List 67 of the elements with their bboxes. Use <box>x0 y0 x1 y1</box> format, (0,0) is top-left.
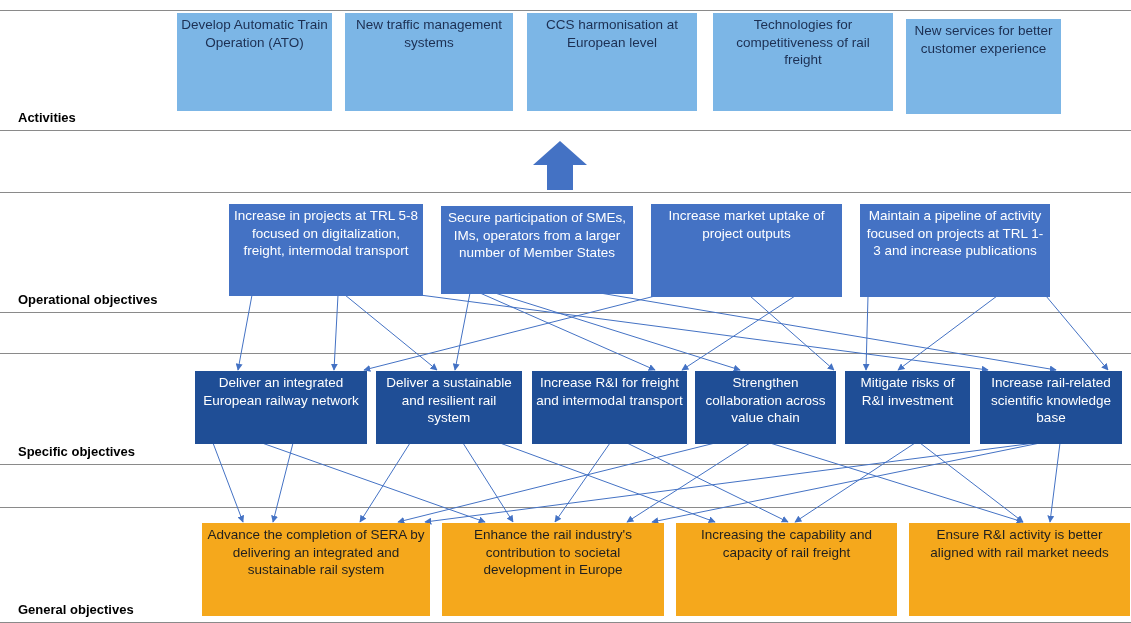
arrow <box>681 295 796 371</box>
objective-box <box>202 523 430 616</box>
arrow <box>271 442 294 523</box>
arrow <box>794 442 916 523</box>
objective-box <box>845 371 970 444</box>
arrow <box>626 442 789 523</box>
objective-text: Develop Automatic Train Operation (ATO) <box>181 16 328 52</box>
arrow <box>330 294 339 371</box>
objective-text: New services for better customer experience <box>913 22 1054 58</box>
objective-text: Technologies for competitiveness of rail freight <box>735 16 871 69</box>
objective-box <box>442 523 664 616</box>
objective-text: Strengthen collaboration across value chain <box>704 374 827 427</box>
arrow <box>462 442 514 523</box>
band <box>0 353 1131 465</box>
objective-box <box>345 13 513 111</box>
objective-text: Increase R&I for freight and intermodal transport <box>536 374 683 410</box>
band <box>0 507 1131 623</box>
arrow <box>452 292 471 371</box>
objective-box <box>532 371 687 444</box>
band-label: Specific objectives <box>18 442 136 461</box>
arrow <box>862 295 870 371</box>
objective-text: Advance the completion of SERA by delivering an integrated and sustainable rail system <box>206 526 426 579</box>
objective-box <box>651 204 842 297</box>
arrow <box>897 295 998 371</box>
arrow <box>749 295 835 371</box>
objective-box <box>860 204 1050 297</box>
objective-box <box>906 19 1061 114</box>
band-label: Activities <box>18 108 76 127</box>
arrow <box>626 442 751 523</box>
objective-box <box>441 206 633 294</box>
band <box>0 10 1131 131</box>
arrow <box>554 442 611 523</box>
objective-text: Increasing the capability and capacity of rail freight <box>699 526 874 562</box>
objective-text: Secure participation of SMEs, IMs, operators from a larger number of Member States <box>447 209 627 262</box>
arrow <box>1047 442 1061 523</box>
objective-box <box>527 13 697 111</box>
objective-box <box>195 371 367 444</box>
objective-text: Mitigate risks of R&I investment <box>859 374 956 410</box>
band <box>0 192 1131 313</box>
objective-box <box>229 204 423 296</box>
objective-box <box>980 371 1122 444</box>
arrow <box>212 442 245 523</box>
objective-text: Increase rail-related scientific knowledge base <box>989 374 1113 427</box>
objective-text: Enhance the rail industry's contribution to societal development in Europe <box>473 526 633 579</box>
objective-box <box>909 523 1130 616</box>
band-label: Operational objectives <box>18 290 158 309</box>
arrow <box>479 292 656 371</box>
objective-text: Increase in projects at TRL 5-8 focused on digitalization, freight, intermodal transport <box>233 207 419 260</box>
objective-text: Maintain a pipeline of activity focused on projects at TRL 1-3 and increase publications <box>865 207 1045 260</box>
block-arrow <box>533 141 587 190</box>
arrow <box>919 442 1024 523</box>
band-label: General objectives <box>18 600 134 619</box>
objective-text: Deliver an integrated European railway network <box>202 374 360 410</box>
objective-box <box>713 13 893 111</box>
arrow <box>1045 295 1109 371</box>
objective-box <box>695 371 836 444</box>
arrow <box>359 442 411 523</box>
objective-box <box>177 13 332 111</box>
objective-text: New traffic management systems <box>354 16 504 52</box>
objective-text: Increase market uptake of project outputs <box>667 207 826 243</box>
objective-text: CCS harmonisation at European level <box>544 16 680 52</box>
objective-box <box>676 523 897 616</box>
arrow <box>235 294 253 371</box>
objective-text: Deliver a sustainable and resilient rail system <box>385 374 513 427</box>
objective-text: Ensure R&I activity is better aligned with rail market needs <box>929 526 1110 562</box>
arrow <box>344 294 438 371</box>
objective-box <box>376 371 522 444</box>
